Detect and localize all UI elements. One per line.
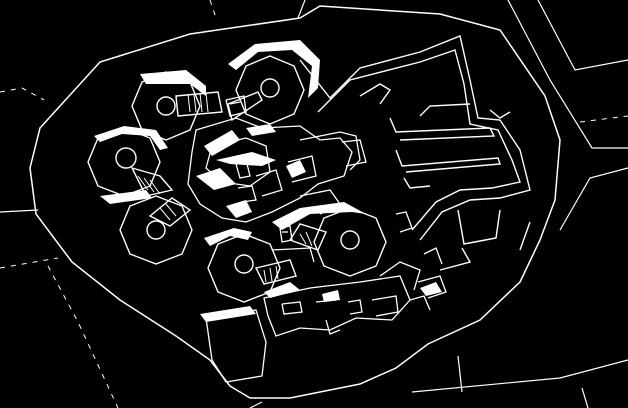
central-buildings	[187, 95, 367, 263]
pods	[87, 55, 387, 303]
pod-north-west-core	[156, 96, 176, 116]
pod-south-east-core	[340, 230, 360, 250]
pod-south-core	[234, 254, 254, 274]
hatching	[137, 92, 313, 283]
pod-south-west-core	[146, 220, 166, 240]
pod-south-east	[313, 207, 387, 277]
southern-buildings	[205, 211, 447, 383]
pod-north-west	[131, 71, 201, 141]
pod-north-east-core	[260, 78, 280, 98]
pod-south	[207, 233, 281, 303]
road-network	[299, 35, 531, 271]
pod-west	[87, 127, 161, 197]
pod-north-east	[235, 55, 305, 125]
site-boundary	[29, 5, 561, 399]
pod-west-core	[115, 147, 137, 169]
